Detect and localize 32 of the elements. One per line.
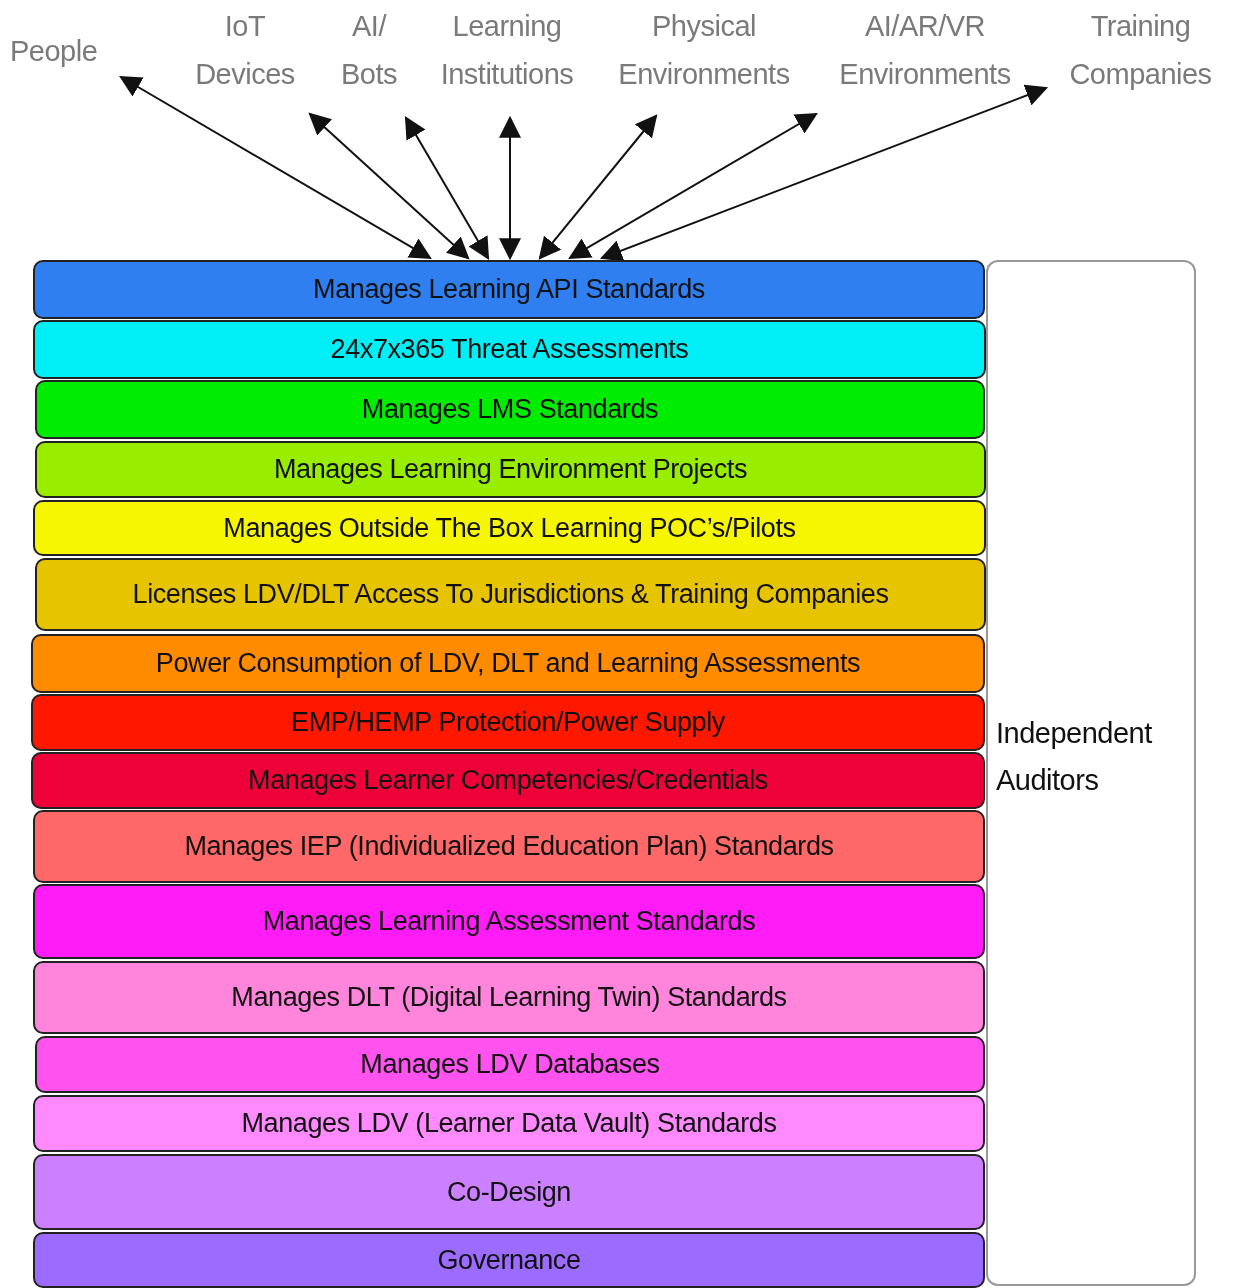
layer-bar: EMP/HEMP Protection/Power Supply [31, 694, 985, 751]
layer-bar: Manages Learning API Standards [33, 260, 985, 319]
category-label: Training Companies [1040, 2, 1241, 90]
layer-bar: Manages LDV (Learner Data Vault) Standards [33, 1095, 985, 1152]
layer-bar: Manages Learner Competencies/Credentials [31, 752, 985, 809]
layer-bar: Manages LDV Databases [35, 1036, 985, 1093]
bracket-box [986, 260, 1196, 1286]
double-arrow [538, 114, 658, 260]
double-arrow [308, 112, 470, 260]
double-arrow [404, 116, 490, 260]
double-arrow [119, 75, 432, 260]
double-arrow [568, 112, 818, 260]
layer-bar: Governance [33, 1232, 985, 1288]
layer-bar: Power Consumption of LDV, DLT and Learning Assessments [31, 634, 985, 693]
category-label: Learning Institutions [418, 2, 596, 120]
side-label: Independent Auditors [996, 716, 1153, 798]
double-arrow [499, 115, 521, 261]
layer-bar: Licenses LDV/DLT Access To Jurisdictions & Training Companies [35, 558, 986, 631]
layer-bar: Co-Design [33, 1154, 985, 1230]
layer-bar: Manages Outside The Box Learning POC’s/Pilots [33, 500, 986, 556]
layer-bar: Manages IEP (Individualized Education Plan) Standards [33, 810, 985, 883]
layer-bar: Manages Learning Environment Projects [35, 441, 986, 498]
category-label: Physical Environments [598, 2, 810, 118]
category-label: People [0, 24, 122, 78]
layer-bar: Manages LMS Standards [35, 380, 985, 439]
layer-bar: Manages DLT (Digital Learning Twin) Standards [33, 961, 985, 1034]
layer-bar: Manages Learning Assessment Standards [33, 884, 985, 959]
category-label: AI/AR/VR Environments [812, 2, 1038, 116]
layer-bar: 24x7x365 Threat Assessments [33, 320, 986, 379]
category-label: IoT Devices [168, 2, 318, 118]
double-arrow [599, 84, 1049, 262]
category-label: AI/ Bots [328, 2, 410, 120]
